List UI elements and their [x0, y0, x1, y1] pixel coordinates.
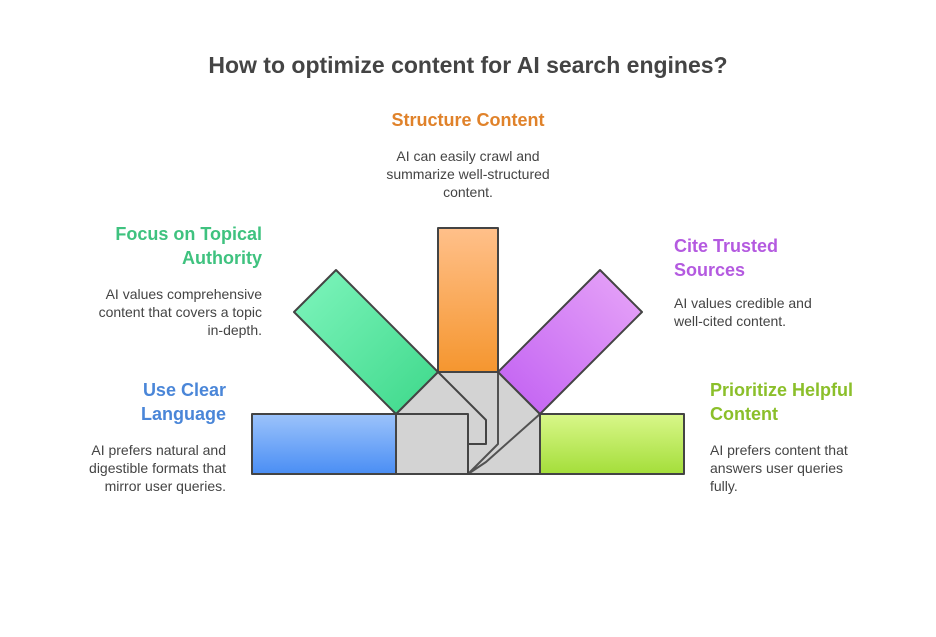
topical-authority-description: AI values comprehensive content that cov…: [98, 286, 262, 338]
bar-structure-content: [437, 227, 499, 373]
clear-language-description: AI prefers natural and digestible format…: [89, 442, 226, 494]
structure-content-description: AI can easily crawl and summarize well-s…: [386, 148, 550, 200]
bar-helpful-content: [539, 413, 685, 475]
helpful-content-description: AI prefers content that answers user que…: [710, 442, 848, 494]
topical-authority-heading: Focus on Topical Authority: [115, 224, 262, 268]
bar-cite-sources: [497, 269, 643, 415]
helpful-content-heading: Prioritize Helpful Content: [710, 380, 854, 424]
cite-sources-description: AI values credible and well-cited conten…: [674, 295, 812, 329]
bar-topical-authority: [293, 269, 439, 415]
page-title: How to optimize content for AI search en…: [208, 52, 728, 78]
bar-clear-language: [251, 413, 397, 475]
clear-language-heading: Use Clear Language: [140, 380, 226, 424]
cite-sources-heading: Cite Trusted Sources: [674, 236, 779, 280]
structure-content-heading: Structure Content: [391, 110, 545, 130]
